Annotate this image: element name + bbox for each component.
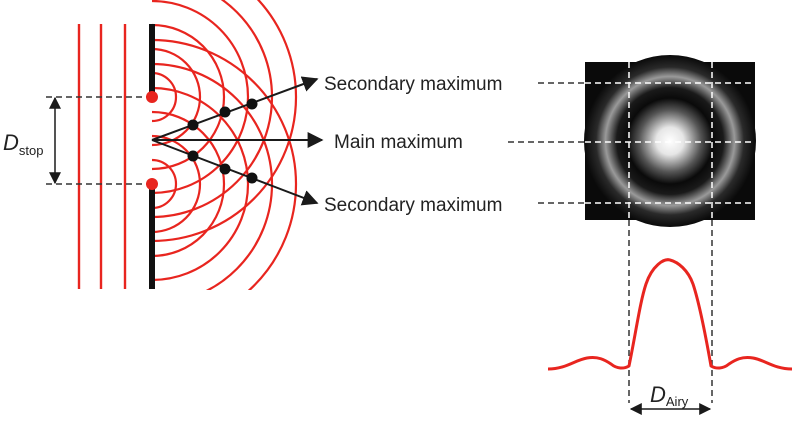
airy-intensity-profile	[547, 258, 793, 371]
aperture-edge-point-top	[146, 91, 158, 103]
d-stop-label: Dstop	[3, 130, 43, 158]
interference-point	[187, 119, 199, 131]
rays	[151, 76, 324, 206]
aperture-edge-point-bottom	[146, 178, 158, 190]
incident-plane-waves	[77, 24, 127, 289]
interference-point	[187, 150, 199, 162]
d-airy-label: DAiry	[650, 382, 689, 409]
label-secondary-maximum-bottom: Secondary maximum	[324, 195, 502, 216]
airy-pattern-image	[584, 55, 756, 227]
interference-point	[246, 98, 258, 110]
label-main-maximum: Main maximum	[334, 132, 463, 153]
interference-point	[219, 106, 231, 118]
diffracted-wavefronts	[152, 0, 298, 290]
interference-point	[246, 172, 258, 184]
interference-point	[219, 163, 231, 175]
projection-lines	[628, 220, 713, 403]
leader-lines	[508, 82, 585, 204]
d-stop-dimension	[46, 96, 150, 185]
interference-points	[187, 98, 258, 184]
label-secondary-maximum-top: Secondary maximum	[324, 74, 502, 95]
